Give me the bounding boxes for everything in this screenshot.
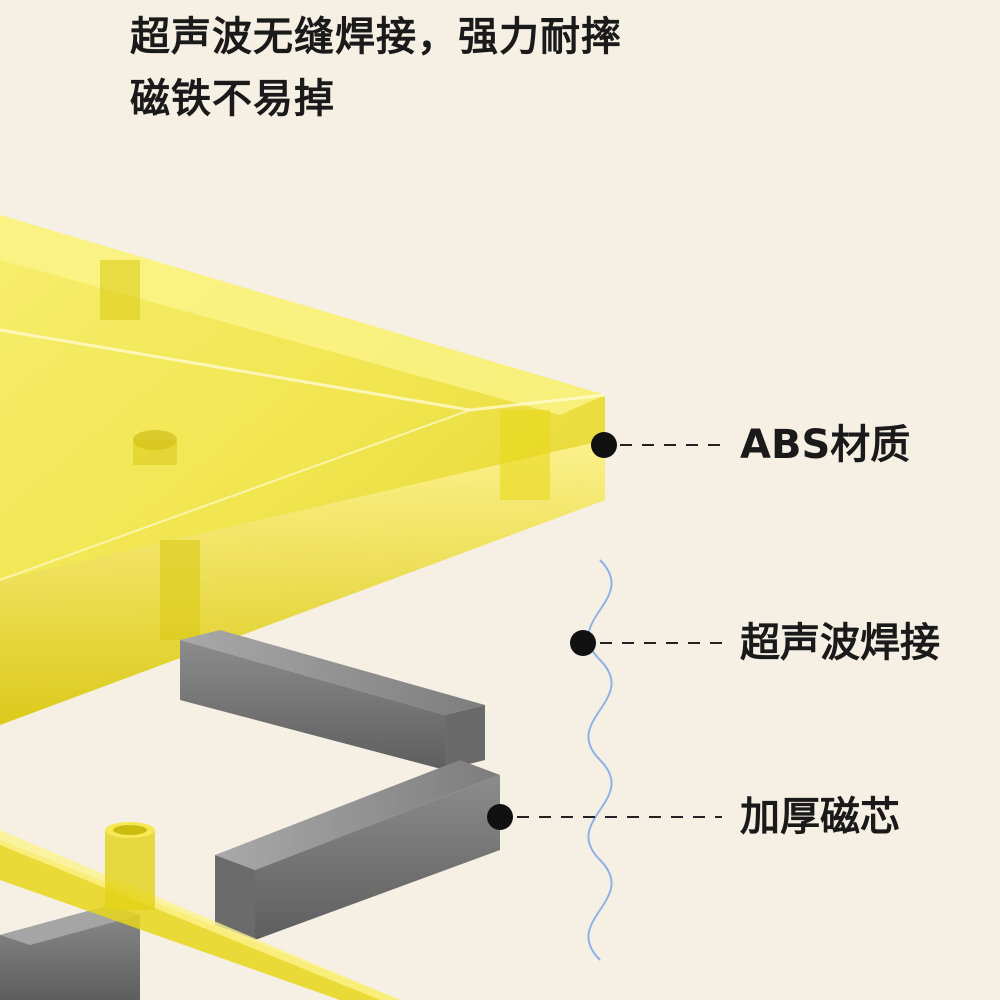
abs-callout-marker bbox=[591, 432, 720, 458]
headline: 超声波无缝焊接，强力耐摔 磁铁不易掉 bbox=[130, 6, 622, 130]
headline-line-1: 超声波无缝焊接，强力耐摔 bbox=[130, 14, 622, 60]
magnet-core bbox=[0, 630, 500, 1000]
bottom-frame bbox=[0, 822, 400, 1000]
thick-magnet-core-label: 加厚磁芯 bbox=[740, 794, 900, 840]
ultrasonic-wave bbox=[587, 559, 613, 961]
abs-plate bbox=[0, 215, 606, 725]
abs-material-label: ABS材质 bbox=[740, 422, 911, 468]
headline-line-2: 磁铁不易掉 bbox=[130, 76, 335, 122]
magnet-callout-marker bbox=[487, 804, 722, 830]
ultrasonic-welding-label: 超声波焊接 bbox=[740, 620, 940, 666]
ultrasonic-callout-marker bbox=[570, 630, 722, 656]
